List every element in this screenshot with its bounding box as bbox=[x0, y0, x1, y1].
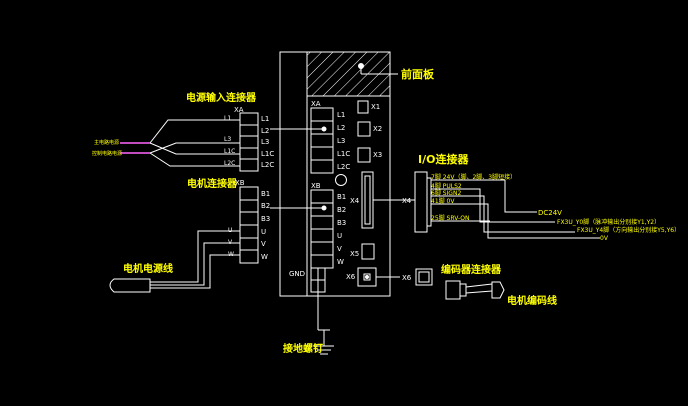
motor-power-plug bbox=[109, 278, 151, 293]
x1-connector bbox=[357, 100, 369, 114]
motor-power-cable-label: 电机电源线 bbox=[123, 262, 173, 275]
ext-xb-w: W bbox=[261, 253, 268, 261]
ext-xa-side-l3: L3 bbox=[224, 136, 231, 143]
encoder-connector-plug bbox=[415, 268, 433, 286]
io-connector-label: I/O连接器 bbox=[418, 152, 469, 166]
ext-xa-l2c: L2C bbox=[261, 161, 274, 169]
xb-terminal-b3: B3 bbox=[337, 219, 346, 227]
ext-xa-side-l2c: L2C bbox=[224, 160, 235, 167]
io-pin-4: 25脚 SRV-ON bbox=[431, 214, 470, 222]
gnd-terminal bbox=[310, 267, 326, 293]
ext-xb-u: U bbox=[261, 228, 266, 236]
ext-xa-side-l1c: L1C bbox=[224, 148, 235, 155]
motor-power-wires bbox=[150, 230, 240, 289]
encoder-cable-plug bbox=[445, 280, 505, 300]
ext-xa-label: XA bbox=[234, 106, 244, 114]
io-pin-1: 4脚 PULS2 bbox=[431, 182, 462, 190]
xb-terminal-block bbox=[310, 189, 334, 269]
xa-terminal-labels: L1 L2 L3 L1C L2C bbox=[337, 111, 350, 171]
x3-connector bbox=[357, 147, 371, 163]
ext-xa-l2: L2 bbox=[261, 127, 269, 135]
x2-port-label: X2 bbox=[373, 125, 382, 133]
ext-xa-l3: L3 bbox=[261, 138, 269, 146]
io-pin-lines bbox=[431, 179, 505, 222]
control-circuit-power-label: 控制电路电源 bbox=[92, 150, 122, 157]
ext-xb-b1: B1 bbox=[261, 190, 270, 198]
io-connector-plug bbox=[414, 171, 432, 233]
ext-xa-block bbox=[239, 112, 259, 172]
io-target-dc24v: DC24V bbox=[538, 209, 562, 217]
x5-port-label: X5 bbox=[350, 250, 359, 258]
ext-xa-l1: L1 bbox=[261, 115, 269, 123]
status-led bbox=[335, 174, 347, 186]
ext-xa-side-labels: L1 L3 L1C L2C bbox=[224, 115, 235, 167]
encoder-cable-label: 电机编码线 bbox=[507, 294, 557, 307]
main-circuit-power-label: 主电路电源 bbox=[94, 139, 119, 146]
xa-port-label: XA bbox=[311, 100, 321, 108]
gnd-port-label: GND bbox=[289, 270, 305, 278]
x2-connector bbox=[357, 121, 371, 137]
ext-xb-terminal-labels: B1 B2 B3 U V W bbox=[261, 190, 270, 261]
ext-xb-block bbox=[239, 186, 259, 264]
ext-xa-side-l1: L1 bbox=[224, 115, 231, 122]
x5-connector bbox=[361, 243, 375, 260]
xa-terminal-l2c: L2C bbox=[337, 163, 350, 171]
io-pin-3: 41脚 0V bbox=[431, 197, 455, 205]
xb-terminal-u: U bbox=[337, 232, 342, 240]
io-routing bbox=[470, 180, 600, 239]
io-pin-0: 7脚 24V（脚、2脚、3脚短接） bbox=[431, 173, 516, 181]
xa-terminal-l1c: L1C bbox=[337, 150, 350, 158]
ext-xb-b2: B2 bbox=[261, 202, 270, 210]
xb-terminal-b2: B2 bbox=[337, 206, 346, 214]
x1-port-label: X1 bbox=[371, 103, 380, 111]
io-target-0v: 0V bbox=[600, 235, 609, 242]
xb-terminal-labels: B1 B2 B3 U V W bbox=[337, 193, 346, 266]
encoder-x6-label: X6 bbox=[402, 274, 412, 282]
ground-symbol bbox=[314, 292, 334, 355]
xa-terminal-l2: L2 bbox=[337, 124, 345, 132]
x4-connector bbox=[361, 171, 374, 229]
ext-xb-v: V bbox=[261, 240, 266, 248]
io-target-y0: FX3U_Y0脚（脉冲输出分别接Y1,Y2） bbox=[557, 218, 660, 226]
x3-port-label: X3 bbox=[373, 151, 382, 159]
io-target-y4: FX3U_Y4脚（方向输出分别接Y5,Y6） bbox=[577, 226, 680, 234]
io-x4-label: X4 bbox=[402, 197, 412, 205]
xa-terminal-l1: L1 bbox=[337, 111, 345, 119]
x4-port-label: X4 bbox=[350, 197, 360, 205]
xb-port-label: XB bbox=[311, 182, 321, 190]
front-panel-label: 前面板 bbox=[401, 67, 435, 81]
encoder-connector-label: 编码器连接器 bbox=[441, 263, 502, 276]
ext-xb-b3: B3 bbox=[261, 215, 270, 223]
ext-xa-terminal-labels: L1 L2 L3 L1C L2C bbox=[261, 115, 274, 169]
supply-signal-lines bbox=[120, 142, 150, 154]
xa-terminal-block bbox=[310, 107, 334, 174]
motor-connector-label: 电机连接器 bbox=[187, 177, 238, 190]
x6-pin bbox=[365, 275, 369, 279]
xa-terminal-l3: L3 bbox=[337, 137, 345, 145]
xa-link-dot bbox=[321, 126, 327, 132]
ext-xb-label: XB bbox=[235, 179, 245, 187]
power-input-wires bbox=[149, 119, 240, 167]
ground-screw-label: 接地螺钉 bbox=[283, 342, 323, 355]
xb-terminal-v: V bbox=[337, 245, 342, 253]
xb-terminal-w: W bbox=[337, 258, 344, 266]
x6-port-label: X6 bbox=[346, 273, 356, 281]
io-pin-2: 6脚 SIGN2 bbox=[431, 189, 461, 197]
power-input-connector-label: 电源输入连接器 bbox=[186, 91, 257, 104]
ext-xa-l1c: L1C bbox=[261, 150, 274, 158]
xb-terminal-b1: B1 bbox=[337, 193, 346, 201]
io-pin-labels: 7脚 24V（脚、2脚、3脚短接） 4脚 PULS2 6脚 SIGN2 41脚 … bbox=[431, 173, 516, 222]
xb-link-dot bbox=[321, 205, 327, 211]
